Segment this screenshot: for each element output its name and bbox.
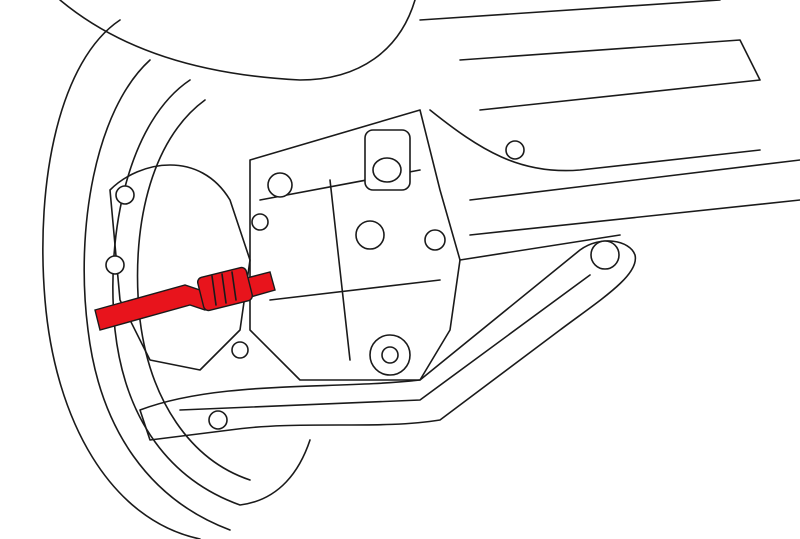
chassis-rail-4 (469, 159, 800, 201)
subframe (249, 109, 525, 381)
chassis-rail-5 (469, 199, 800, 236)
bolt-left (267, 172, 293, 198)
subframe-web (259, 169, 441, 361)
chassis-rail-3 (429, 109, 761, 172)
wheel-rim-inner (136, 99, 251, 481)
knuckle-bolt-4 (251, 213, 269, 231)
knuckle (105, 164, 269, 371)
tire-inner (83, 59, 231, 531)
tire-outline (42, 19, 201, 539)
highlighted-arm (94, 266, 276, 331)
knuckle-outline (109, 164, 251, 371)
bushing-lower-hole (381, 346, 399, 364)
lower-control-arm (139, 240, 637, 441)
knuckle-bolt-1 (115, 185, 135, 205)
body-panel (59, 0, 800, 261)
knuckle-bolt-3 (231, 341, 249, 359)
chassis-rail-top (419, 0, 721, 21)
bushing-upper-hole (372, 157, 402, 183)
bolt-right (424, 229, 446, 251)
bolt-center (355, 220, 385, 250)
adjuster-threads (211, 271, 237, 306)
bushing-lower (369, 334, 411, 376)
lower-arm-bushing (590, 240, 620, 270)
subframe-outline (249, 109, 461, 381)
lower-arm-outline (139, 240, 637, 441)
fender-curve (59, 0, 416, 81)
chassis-rail-2 (459, 39, 761, 111)
knuckle-bolt-2 (105, 255, 125, 275)
bushing-upper (364, 129, 411, 191)
bolt-upper-right (505, 140, 525, 160)
chassis-rail-6 (459, 234, 621, 261)
wheel-assembly (42, 19, 311, 539)
lower-arm-bolt (208, 410, 228, 430)
lower-arm-rib (179, 274, 591, 411)
red-arm-adjuster (196, 266, 254, 312)
wheel-rim (112, 79, 311, 506)
